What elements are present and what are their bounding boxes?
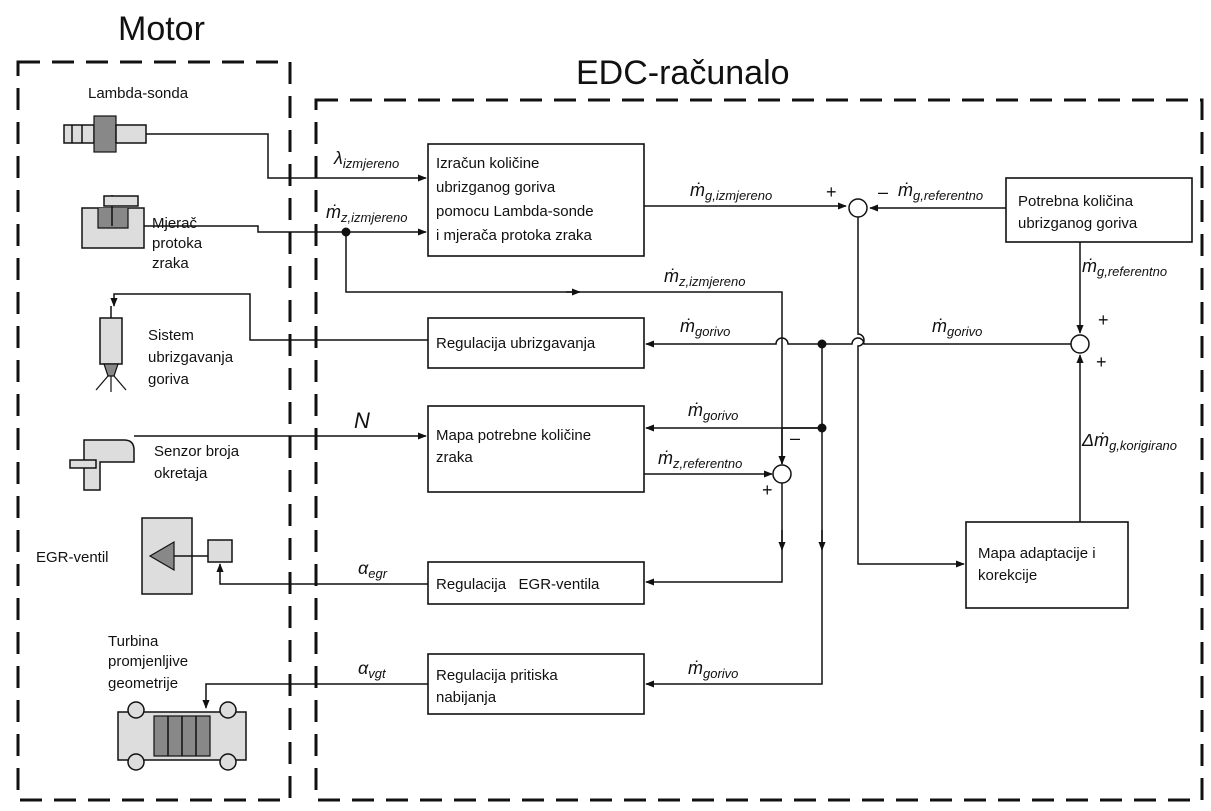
air-map-label-2: zraka xyxy=(436,449,473,466)
injection-system-label-2: ubrizgavanja xyxy=(148,349,234,366)
egr-out-wire xyxy=(216,563,428,585)
air-flow-meter-label-2: protoka xyxy=(152,235,203,252)
edc-region xyxy=(314,98,1204,802)
sign-plus-air: + xyxy=(762,480,773,500)
signal-fuel-3: ṁgorivo xyxy=(688,400,738,423)
sum-junction-fuel xyxy=(848,198,868,218)
required-fuel-label-1: Potrebna količina xyxy=(1018,193,1134,210)
air-flow-meter-icon xyxy=(81,195,145,249)
egr-valve-icon xyxy=(141,517,233,595)
speed-sensor-label-1: Senzor broja xyxy=(154,443,240,460)
signal-mz-measured: ṁz,izmjereno xyxy=(326,202,407,225)
signal-fuel-4: ṁgorivo xyxy=(688,658,738,681)
signal-mg-reference: ṁg,referentno xyxy=(898,180,983,203)
turbine-label-2: promjenljive xyxy=(108,653,188,670)
egr-reg-label: Regulacija EGR-ventila xyxy=(436,576,600,593)
fuel-bus-vertical xyxy=(645,344,823,688)
turbocharger-icon xyxy=(117,701,247,771)
adaptation-map-label-2: korekcije xyxy=(978,567,1037,584)
calc-fuel-label-1: Izračun količine xyxy=(436,155,539,172)
injector-icon xyxy=(95,306,127,392)
maf-branch-continue xyxy=(578,291,786,465)
junction-dot-fuel2 xyxy=(817,423,827,433)
sign-minus-fuel: – xyxy=(878,182,888,202)
sum-to-egr-wire xyxy=(645,483,783,586)
signal-alpha-egr: αegr xyxy=(358,558,388,581)
sum-junction-air xyxy=(772,464,792,484)
signal-alpha-vgt: αvgt xyxy=(358,658,387,681)
sum-to-adapt-wire xyxy=(857,217,965,568)
injection-system-label-3: goriva xyxy=(148,371,190,388)
boost-reg-label-1: Regulacija pritiska xyxy=(436,667,558,684)
air-flow-meter-label-3: zraka xyxy=(152,255,189,272)
injection-system-label-1: Sistem xyxy=(148,327,194,344)
sign-plus-fuel: + xyxy=(826,182,837,202)
boost-reg-label-2: nabijanja xyxy=(436,689,497,706)
signal-fuel-2: ṁgorivo xyxy=(932,316,982,339)
boost-reg-block xyxy=(427,653,645,715)
signal-dmg-corrected: Δṁg,korigirano xyxy=(1081,430,1177,453)
signal-mz-reference: ṁz,referentno xyxy=(658,448,742,471)
sum-junction-ref xyxy=(1070,334,1090,354)
signal-mz-measured-2: ṁz,izmjereno xyxy=(664,266,745,289)
speed-sensor-label-2: okretaja xyxy=(154,465,208,482)
adaptation-map-block xyxy=(965,521,1129,609)
calc-fuel-label-2: ubrizganog goriva xyxy=(436,179,556,196)
edc-title: EDC-računalo xyxy=(576,54,790,92)
air-map-label-1: Mapa potrebne količine xyxy=(436,427,591,444)
signal-fuel-1: ṁgorivo xyxy=(680,316,730,339)
junction-dot-fuel xyxy=(817,339,827,349)
maf-branch-wire xyxy=(345,232,578,293)
signal-speed: N xyxy=(354,408,370,433)
air-map-block xyxy=(427,405,645,493)
required-fuel-block xyxy=(1005,177,1193,243)
junction-dot-maf xyxy=(341,227,351,237)
lambda-wire xyxy=(146,133,427,182)
required-fuel-label-2: ubrizganog goriva xyxy=(1018,215,1138,232)
lambda-sensor-label: Lambda-sonda xyxy=(88,85,189,102)
calc-fuel-block xyxy=(427,143,645,257)
lambda-sensor-icon xyxy=(63,115,147,153)
fuel-to-sumair-wire xyxy=(781,427,822,464)
motor-title: Motor xyxy=(118,10,205,48)
speed-sensor-icon xyxy=(69,439,135,491)
signal-mg-measured: ṁg,izmjereno xyxy=(690,180,772,203)
injection-reg-label: Regulacija ubrizgavanja xyxy=(436,335,596,352)
injection-out-wire xyxy=(110,293,428,341)
motor-region xyxy=(16,60,292,802)
sign-minus-air: – xyxy=(790,428,800,448)
egr-valve-label: EGR-ventil xyxy=(36,549,109,566)
signal-lambda: λizmjereno xyxy=(333,148,399,171)
signal-mg-reference-2: ṁg,referentno xyxy=(1082,256,1167,279)
sign-plus-ref-top: + xyxy=(1098,310,1109,330)
calc-fuel-label-3: pomocu Lambda-sonde xyxy=(436,203,594,220)
adaptation-map-label-1: Mapa adaptacije i xyxy=(978,545,1096,562)
injection-reg-block xyxy=(427,317,645,369)
boost-out-wire xyxy=(202,683,428,709)
calc-fuel-label-4: i mjerača protoka zraka xyxy=(436,227,593,244)
turbine-label-1: Turbina xyxy=(108,633,159,650)
sign-plus-ref-bottom: + xyxy=(1096,352,1107,372)
egr-reg-block xyxy=(427,561,645,605)
air-flow-meter-label-1: Mjerač xyxy=(152,215,198,232)
turbine-label-3: geometrije xyxy=(108,675,178,692)
